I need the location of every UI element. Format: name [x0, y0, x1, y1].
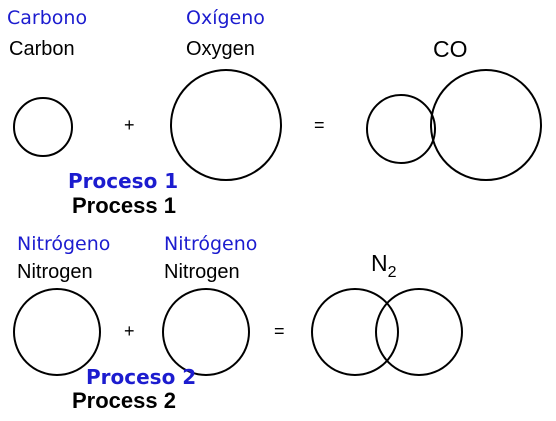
nitrogen-label-en-2: Nitrogen: [164, 261, 240, 283]
oxygen-label-en: Oxygen: [186, 38, 255, 60]
carbon-label-es: Carbono: [7, 7, 88, 29]
n2-symbol: N: [371, 250, 388, 276]
plus-sign-2: +: [124, 321, 135, 341]
co-oxygen-circle: [430, 69, 542, 181]
carbon-atom-circle: [13, 97, 73, 157]
plus-sign-1: +: [124, 115, 135, 135]
nitrogen-atom-circle-2: [162, 288, 250, 376]
process-2-label-es: Proceso 2: [86, 365, 197, 389]
co-carbon-circle: [366, 94, 436, 164]
nitrogen-label-es-2: Nitrógeno: [164, 233, 258, 255]
carbon-label-en: Carbon: [9, 38, 75, 60]
nitrogen-atom-circle-1: [13, 288, 101, 376]
co-product-label: CO: [433, 36, 468, 62]
process-2-label-en: Process 2: [72, 388, 176, 413]
oxygen-atom-circle: [170, 69, 282, 181]
process-1-label-en: Process 1: [72, 193, 176, 218]
process-1-label-es: Proceso 1: [68, 169, 179, 193]
n2-nitrogen-circle-2: [375, 288, 463, 376]
nitrogen-label-en-1: Nitrogen: [17, 261, 93, 283]
n2-nitrogen-circle-1: [311, 288, 399, 376]
n2-subscript: 2: [387, 264, 397, 281]
oxygen-label-es: Oxígeno: [186, 7, 265, 29]
equals-sign-2: =: [274, 321, 285, 341]
equals-sign-1: =: [314, 115, 325, 135]
n2-product-label: N2: [371, 250, 397, 281]
nitrogen-label-es-1: Nitrógeno: [17, 233, 111, 255]
